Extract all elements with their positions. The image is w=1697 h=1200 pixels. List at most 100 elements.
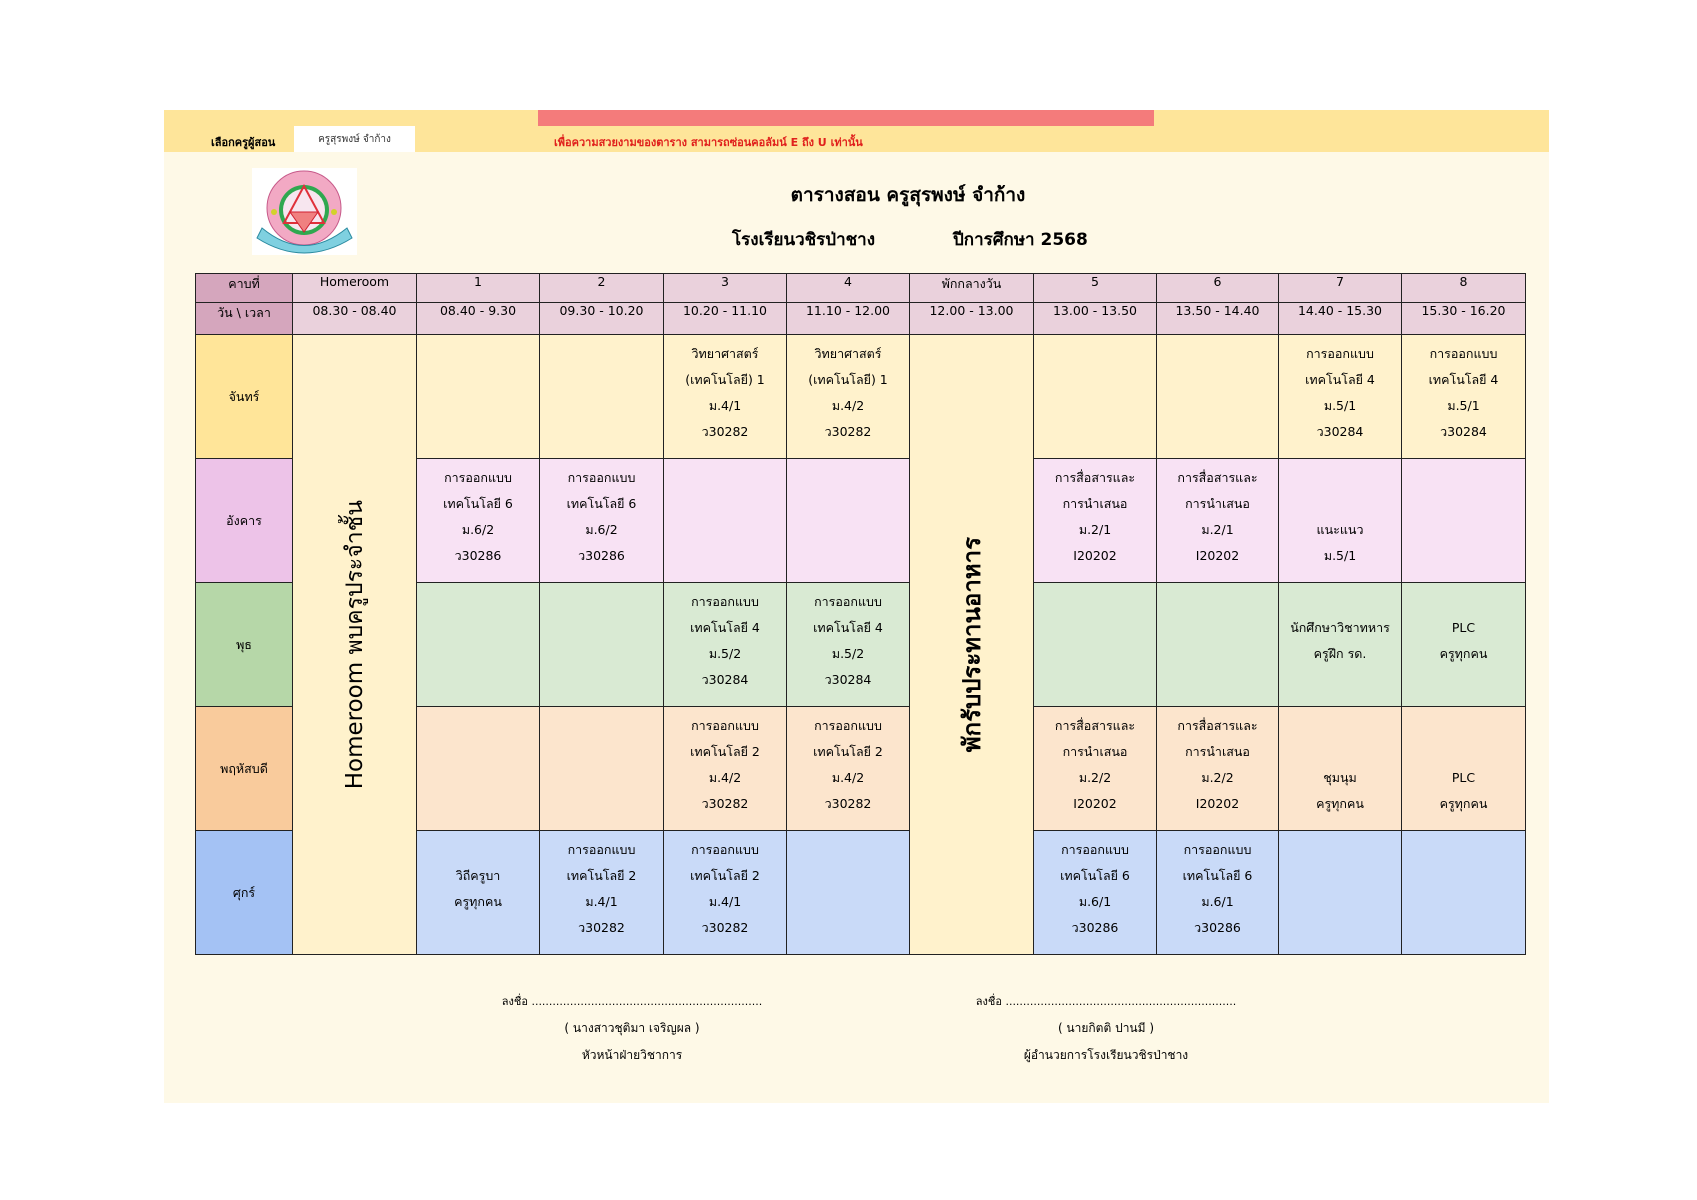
class-cell-line: ม.5/1	[1323, 548, 1357, 563]
day-row: จันทร์Homeroom พบครูประจำชั้นวิทยาศาสตร์…	[195, 334, 1526, 955]
time-label: 11.10 - 12.00	[786, 302, 910, 335]
class-cell-line: การออกแบบ	[691, 842, 759, 857]
class-cell-line: การออกแบบ	[1183, 842, 1252, 857]
class-cell-line: การนำเสนอ	[1062, 496, 1128, 511]
time-label: 15.30 - 16.20	[1401, 302, 1526, 335]
class-cell	[416, 706, 540, 831]
period-label: 6	[1156, 273, 1279, 303]
class-cell-line: I20202	[1073, 796, 1117, 811]
time-label: 09.30 - 10.20	[539, 302, 664, 335]
class-cell-line: I20202	[1195, 796, 1240, 811]
class-cell-line	[1403, 713, 1525, 739]
school-logo	[252, 168, 357, 255]
class-cell-line: ครูฝึก รด.	[1313, 646, 1367, 661]
class-cell-line	[1280, 713, 1401, 739]
class-cell-line: ม.2/1	[1201, 522, 1234, 537]
homeroom-text: Homeroom พบครูประจำชั้น	[341, 499, 368, 790]
class-cell-line: ครูทุกคน	[1439, 646, 1488, 661]
class-cell-line: การออกแบบ	[1306, 346, 1374, 361]
time-label: 13.50 - 14.40	[1156, 302, 1279, 335]
class-cell-line: ว30282	[701, 920, 749, 935]
class-cell-line: ว30286	[578, 548, 625, 563]
class-cell-line: ม.4/2	[831, 398, 865, 413]
class-cell	[1033, 334, 1157, 459]
day-label: อังคาร	[195, 458, 293, 583]
class-cell-line: การออกแบบ	[691, 594, 759, 609]
period-label: 3	[663, 273, 787, 303]
class-cell-line: ม.5/2	[708, 646, 742, 661]
day-row: ศุกร์วิถีครูบาครูทุกคนการออกแบบเทคโนโลยี…	[195, 830, 1526, 955]
class-cell	[1401, 830, 1526, 955]
class-cell: วิถีครูบาครูทุกคน	[416, 830, 540, 955]
class-cell-line: ม.6/2	[461, 522, 495, 537]
class-cell-line: ว30286	[1071, 920, 1119, 935]
class-cell-line: ม.4/2	[708, 770, 742, 785]
class-cell	[539, 334, 664, 459]
period-label: Homeroom	[292, 273, 417, 303]
class-cell	[416, 334, 540, 459]
class-cell-line: เทคโนโลยี 6	[1060, 868, 1130, 883]
teacher-select-dropdown[interactable]: ครูสุรพงษ์ จำก้าง	[294, 126, 415, 152]
class-cell-line: ม.6/2	[585, 522, 618, 537]
class-cell-line: PLC	[1451, 770, 1476, 785]
time-label: 12.00 - 13.00	[909, 302, 1034, 335]
signer-name: ( นางสาวชุติมา เจริญผล )	[564, 1021, 700, 1035]
period-header: คาบที่	[195, 273, 293, 303]
class-cell-line: ม.4/2	[831, 770, 865, 785]
time-label: 13.00 - 13.50	[1033, 302, 1157, 335]
signer-position: หัวหน้าฝ่ายวิชาการ	[581, 1048, 683, 1062]
class-cell	[786, 458, 910, 583]
class-cell-line: I20202	[1073, 548, 1117, 563]
class-cell-line: การออกแบบ	[1061, 842, 1129, 857]
signer-name: ( นายกิตติ ปานมี )	[1057, 1021, 1155, 1035]
class-cell: ชุมนุมครูทุกคน	[1278, 706, 1402, 831]
period-label: พักกลางวัน	[909, 273, 1034, 303]
school-name: โรงเรียนวชิรป่าชาง	[732, 230, 876, 250]
period-label: 7	[1278, 273, 1402, 303]
class-cell-line: การออกแบบ	[567, 470, 636, 485]
class-cell-line: วิถีครูบา	[455, 868, 501, 883]
homeroom-cell: Homeroom พบครูประจำชั้น	[292, 334, 417, 955]
class-cell-line: ม.2/2	[1078, 770, 1112, 785]
lunch-text: พักรับประทานอาหาร	[958, 536, 986, 753]
class-cell-line: การสื่อสารและ	[1054, 718, 1136, 733]
class-cell-line: เทคโนโลยี 4	[1305, 372, 1375, 387]
class-cell-line: ครูทุกคน	[454, 894, 502, 909]
class-cell-line: เทคโนโลยี 2	[690, 744, 760, 759]
teacher-select-label: เลือกครูผู้สอน	[211, 136, 276, 149]
hide-columns-note: เพื่อความสวยงามของตาราง สามารถซ่อนคอลัมน…	[554, 136, 863, 149]
class-cell-line: ว30282	[578, 920, 625, 935]
class-cell-line: ม.5/2	[831, 646, 865, 661]
class-cell-line: แนะแนว	[1316, 522, 1364, 537]
class-cell-line: ม.4/1	[708, 398, 742, 413]
class-cell-line: ว30282	[701, 796, 749, 811]
class-cell-line: เทคโนโลยี 4	[690, 620, 760, 635]
class-cell-line: การออกแบบ	[814, 594, 882, 609]
time-label: 08.30 - 08.40	[292, 302, 417, 335]
class-cell-line: เทคโนโลยี 6	[1182, 868, 1253, 883]
period-label: 1	[416, 273, 540, 303]
class-cell-line: ม.6/1	[1201, 894, 1234, 909]
class-cell-line: เทคโนโลยี 6	[443, 496, 513, 511]
class-cell-line: การนำเสนอ	[1185, 744, 1250, 759]
class-cell	[539, 582, 664, 707]
class-cell-line: ว30284	[701, 672, 749, 687]
class-cell	[416, 582, 540, 707]
class-cell	[1278, 830, 1402, 955]
class-cell-line: ม.4/1	[708, 894, 742, 909]
academic-year: ปีการศึกษา 2568	[953, 230, 1088, 250]
